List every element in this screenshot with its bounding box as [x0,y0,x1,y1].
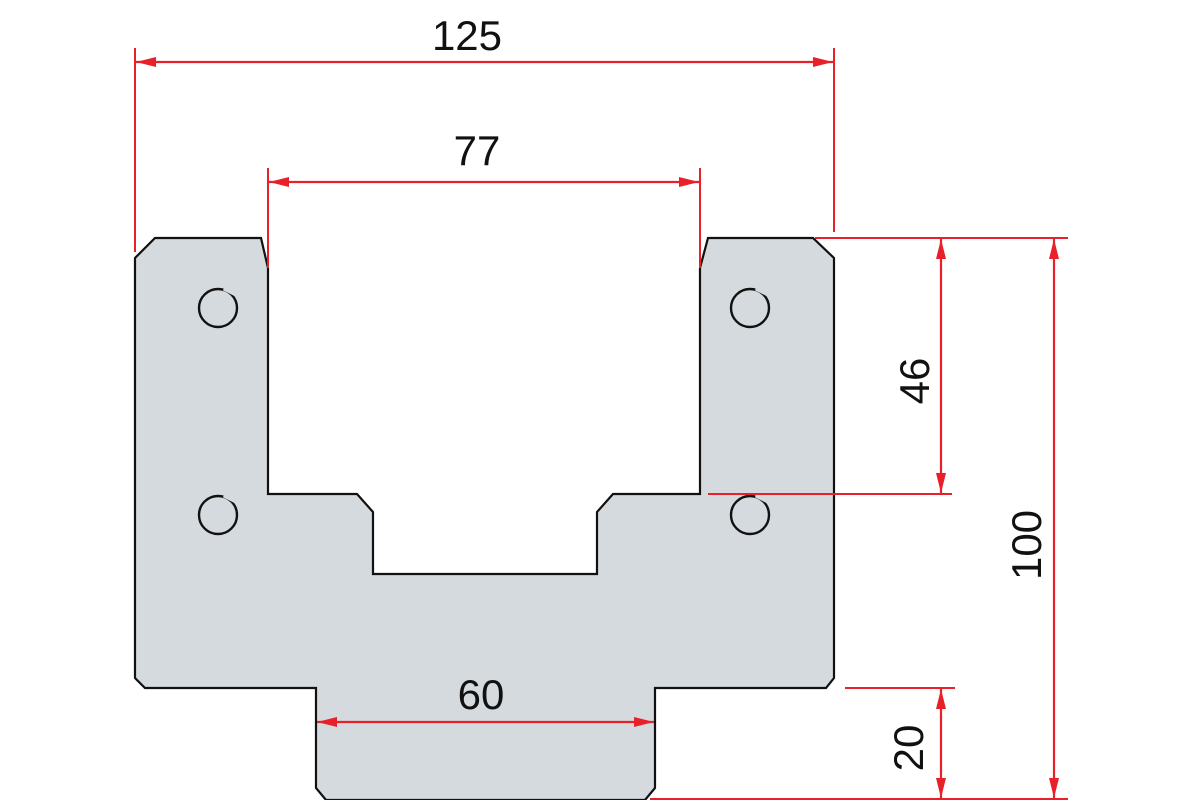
label-slot-width: 77 [454,127,501,174]
hole-bottom-left-circle [197,494,239,536]
dimension-upper-height: 46 [891,239,946,493]
hole-bottom-right-gap [754,492,770,504]
label-overall-width: 125 [432,12,502,59]
tool-profile [133,236,836,800]
dimension-slot-width: 77 [267,127,701,268]
label-tang-height: 20 [885,725,932,772]
label-tang-width: 60 [458,671,505,718]
label-overall-height: 100 [1003,510,1050,580]
hole-top-left-circle [197,287,239,329]
dimension-tang-height: 20 [885,689,946,798]
hole-bottom-right [729,492,771,536]
hole-top-left [197,285,239,329]
hole-bottom-left-gap [222,492,238,504]
hole-bottom-right-circle [729,494,771,536]
hole-top-right-circle [729,287,771,329]
hole-top-right-gap [754,285,770,297]
dimension-overall-height: 100 [1003,239,1059,798]
hole-top-left-gap [222,285,238,297]
label-upper-height: 46 [891,358,938,405]
hole-top-right [729,285,771,329]
dimension-tang-width: 60 [317,671,654,727]
hole-bottom-left [197,492,239,536]
dimension-overall-width: 125 [134,12,835,252]
